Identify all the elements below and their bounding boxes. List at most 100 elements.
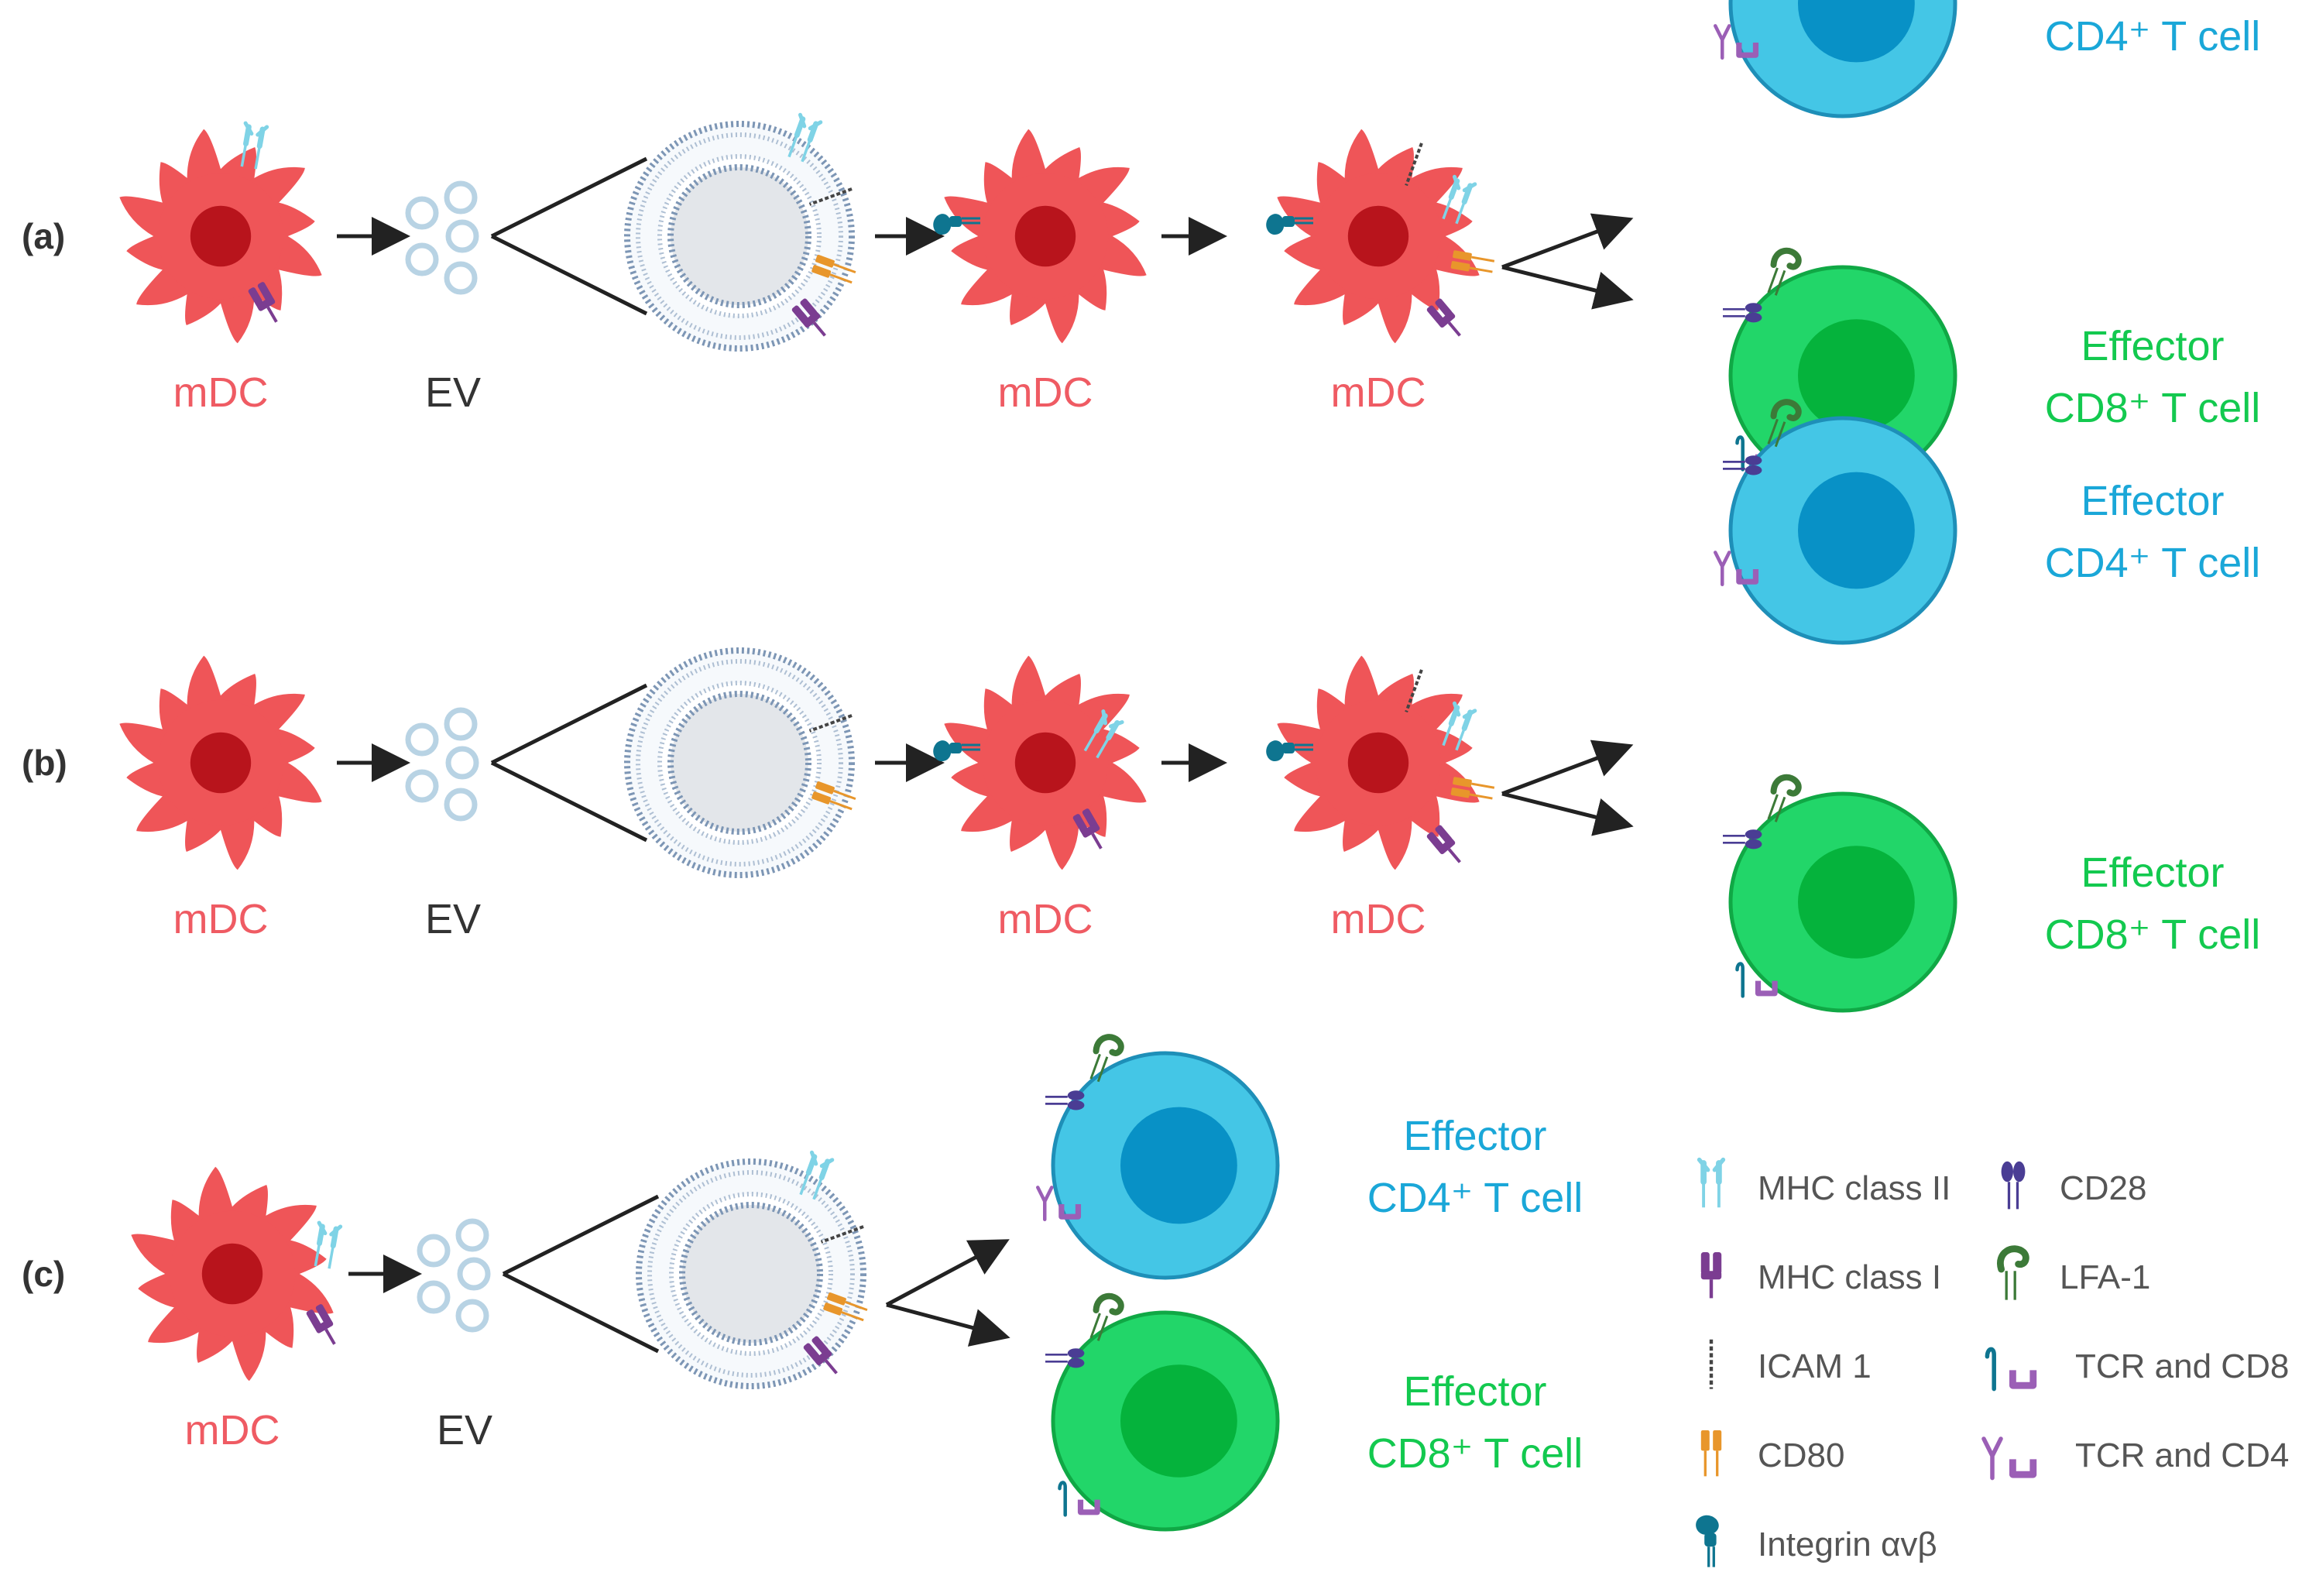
row-label: (b) — [22, 743, 67, 783]
cd80-icon — [811, 781, 856, 811]
legend-label: LFA-1 — [2060, 1258, 2150, 1296]
mhc-class-ii-icon — [799, 1150, 835, 1200]
mature-dendritic-cell — [119, 655, 322, 870]
ev-zoom-membrane — [624, 647, 855, 878]
arrow-to-cd4 — [1501, 740, 1634, 796]
dendritic-cell-nucleus — [1347, 205, 1409, 267]
lfa1-icon — [1767, 399, 1802, 448]
mature-dendritic-cell — [1277, 129, 1480, 344]
legend-label: CD80 — [1758, 1436, 1845, 1474]
legend-label: TCR and CD8 — [2075, 1347, 2289, 1385]
mhc-class-i-icon — [306, 1304, 336, 1345]
mhc-class-i-icon — [791, 298, 826, 337]
extracellular-vesicle — [444, 707, 478, 741]
dendritic-cell-nucleus — [190, 205, 252, 267]
extracellular-vesicle — [444, 261, 478, 295]
zoom-line — [490, 683, 648, 765]
legend-item: TCR and CD4 — [1981, 1436, 2289, 1481]
mdc-label: mDC — [998, 369, 1093, 416]
icam1-icon — [808, 714, 853, 733]
legend-item: MHC class II — [1697, 1157, 1950, 1208]
legend-item: TCR and CD8 — [1985, 1347, 2289, 1392]
extracellular-vesicle — [405, 722, 439, 757]
t-cell-nucleus — [1120, 1107, 1237, 1224]
mhc-class-ii-icon — [1442, 701, 1477, 751]
effector-cd8-label-line2: CD8⁺ T cell — [1367, 1430, 1583, 1477]
legend-label: CD28 — [2060, 1169, 2147, 1207]
dendritic-cell-nucleus — [1014, 732, 1076, 794]
extracellular-vesicle — [445, 219, 479, 253]
tcr-cd4-icon — [1713, 551, 1759, 587]
mhc-class-i-icon — [1072, 808, 1103, 849]
legend-item: CD80 — [1700, 1430, 1845, 1477]
mhc-class-ii-icon — [240, 121, 269, 170]
ev-label: EV — [425, 369, 481, 416]
extracellular-vesicle — [445, 746, 479, 780]
mdc-label: mDC — [173, 369, 269, 416]
effector-cd8-label-line1: Effector — [2081, 323, 2224, 369]
mhc-class-i-icon — [1426, 825, 1461, 863]
mhc-class-i-icon — [248, 282, 278, 323]
cd80-icon — [811, 255, 856, 284]
ev-vesicle-cluster — [417, 1218, 491, 1333]
legend-item: MHC class I — [1700, 1252, 1941, 1299]
lfa1-icon — [1767, 774, 1802, 822]
legend-item: ICAM 1 — [1709, 1339, 1872, 1389]
legend-label: TCR and CD4 — [2075, 1436, 2289, 1474]
zoom-line — [490, 234, 648, 316]
legend-label: Integrin αvβ — [1758, 1526, 1937, 1563]
zoom-line — [490, 760, 648, 843]
extracellular-vesicle — [455, 1218, 489, 1252]
ev-label: EV — [437, 1407, 492, 1454]
effector-cd8-label-line2: CD8⁺ T cell — [2045, 911, 2261, 958]
arrow-to-cd8 — [886, 1303, 1010, 1347]
arrow-to-cd8 — [1501, 265, 1634, 310]
mdc-label: mDC — [1331, 896, 1426, 942]
legend-item: CD28 — [2001, 1161, 2147, 1210]
cd8-t-cell — [1045, 1292, 1280, 1532]
ev-zoom-membrane — [624, 121, 855, 352]
extracellular-vesicle — [457, 1257, 491, 1291]
cd80-icon — [1700, 1430, 1722, 1477]
t-cell-nucleus — [1798, 319, 1915, 432]
tcr-cd8-icon — [1735, 962, 1778, 998]
zoom-line — [502, 1272, 660, 1354]
cd4-t-cell — [1035, 1034, 1280, 1280]
cd28-icon — [1723, 455, 1762, 475]
mhc-class-ii-icon — [787, 112, 823, 163]
legend: MHC class II MHC class I ICAM 1 CD80Integri… — [1696, 1157, 2289, 1567]
arrow-to-cd4 — [885, 1239, 1010, 1307]
dendritic-cell-nucleus — [1014, 205, 1076, 267]
cd80-icon — [1450, 777, 1495, 800]
extracellular-vesicle — [444, 180, 478, 215]
lfa1-icon — [1997, 1245, 2029, 1300]
effector-cd4-label-line1: Effector — [2081, 478, 2224, 524]
integrin-icon — [1696, 1515, 1719, 1567]
effector-cd4-label-line2: CD4⁺ T cell — [2045, 13, 2261, 60]
cd28-icon — [1723, 829, 1762, 849]
integrin-icon — [933, 740, 980, 761]
dendritic-cell-nucleus — [1347, 732, 1409, 794]
t-cell-nucleus — [1798, 472, 1915, 589]
zoom-line — [490, 156, 648, 239]
mhc-class-ii-icon — [1083, 709, 1124, 759]
integrin-icon — [1266, 740, 1313, 761]
cd80-icon — [823, 1292, 868, 1322]
cd28-icon — [1045, 1090, 1085, 1110]
mhc-class-ii-icon — [314, 1220, 343, 1269]
cd28-icon — [1045, 1348, 1085, 1368]
extracellular-vesicle — [405, 196, 439, 230]
cd8-t-cell — [1723, 774, 1957, 1013]
mhc-class-ii-icon — [1697, 1157, 1726, 1208]
cd28-icon — [1723, 303, 1762, 323]
arrow-to-cd4 — [1501, 213, 1634, 269]
cd28-icon — [2001, 1161, 2026, 1210]
extracellular-vesicle — [417, 1234, 451, 1268]
t-cell-nucleus — [1120, 1364, 1237, 1478]
mature-dendritic-cell — [944, 655, 1147, 870]
lfa1-icon — [1767, 247, 1802, 296]
